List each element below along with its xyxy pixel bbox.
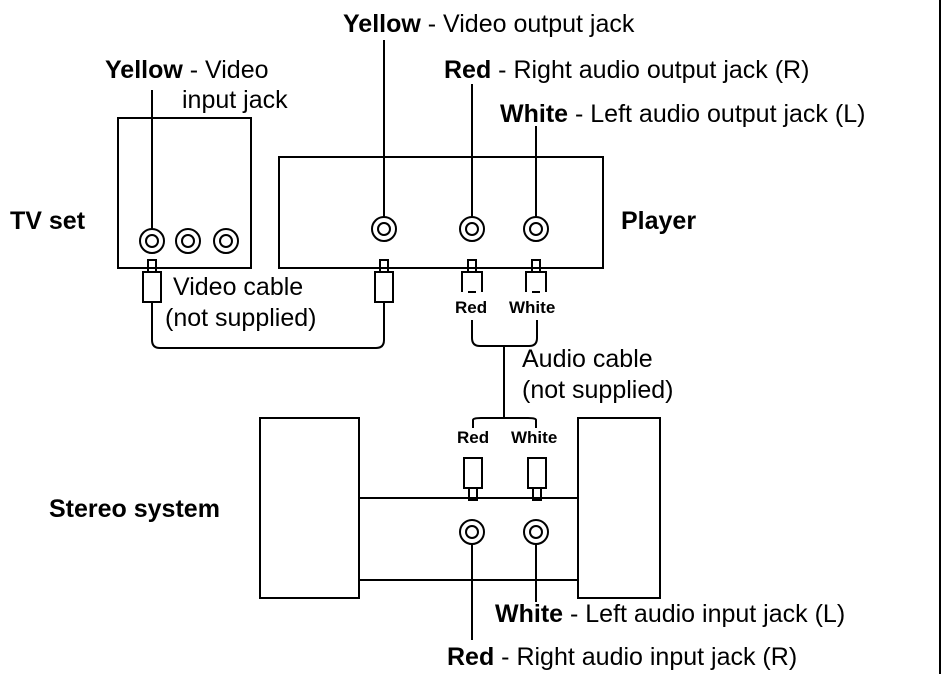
- color-yellow: Yellow: [343, 10, 421, 38]
- tv-set-label: TV set: [10, 207, 86, 235]
- color-white: White: [500, 100, 569, 128]
- player-red-output-jack: [459, 216, 485, 242]
- stereo-plug-red-label: Red: [457, 428, 490, 447]
- audio-cable: [471, 320, 538, 428]
- player-video-output-jack: [371, 216, 397, 242]
- video-cable-label-1: Video cable: [173, 273, 304, 301]
- label-white-left-output: White - Left audio output jack (L): [500, 100, 866, 128]
- video-cable: [142, 259, 394, 349]
- label-red-right-input: Red - Right audio input jack (R): [447, 643, 798, 671]
- player-audio-plugs: [461, 259, 547, 293]
- player-white-output-jack: [523, 216, 549, 242]
- label-yellow-video-input: Yellow - Video: [105, 56, 269, 84]
- color-white: White: [495, 600, 564, 628]
- label-yellow-video-output: Yellow - Video output jack: [343, 10, 635, 38]
- audio-cable-label-1: Audio cable: [522, 345, 653, 373]
- tv-jack-2: [175, 228, 201, 254]
- color-red: Red: [444, 56, 492, 84]
- stereo-white-input-jack: [523, 519, 549, 545]
- stereo-audio-plugs: [463, 457, 547, 501]
- player-plug-white-label: White: [509, 298, 556, 317]
- video-cable-label-2: (not supplied): [165, 304, 317, 332]
- color-red: Red: [447, 643, 495, 671]
- label-yellow-video-input-line2: input jack: [182, 86, 288, 114]
- player-label: Player: [621, 207, 697, 235]
- tv-set-box: [117, 117, 252, 269]
- color-yellow: Yellow: [105, 56, 183, 84]
- player-box: [278, 156, 604, 269]
- player-plug-red-label: Red: [455, 298, 488, 317]
- stereo-system-label: Stereo system: [49, 495, 220, 523]
- label-red-right-output: Red - Right audio output jack (R): [444, 56, 810, 84]
- label-white-left-input: White - Left audio input jack (L): [495, 600, 846, 628]
- tv-video-input-jack: [139, 228, 165, 254]
- tv-jack-3: [213, 228, 239, 254]
- stereo-plug-white-label: White: [511, 428, 558, 447]
- audio-cable-label-2: (not supplied): [522, 376, 674, 404]
- stereo-red-input-jack: [459, 519, 485, 545]
